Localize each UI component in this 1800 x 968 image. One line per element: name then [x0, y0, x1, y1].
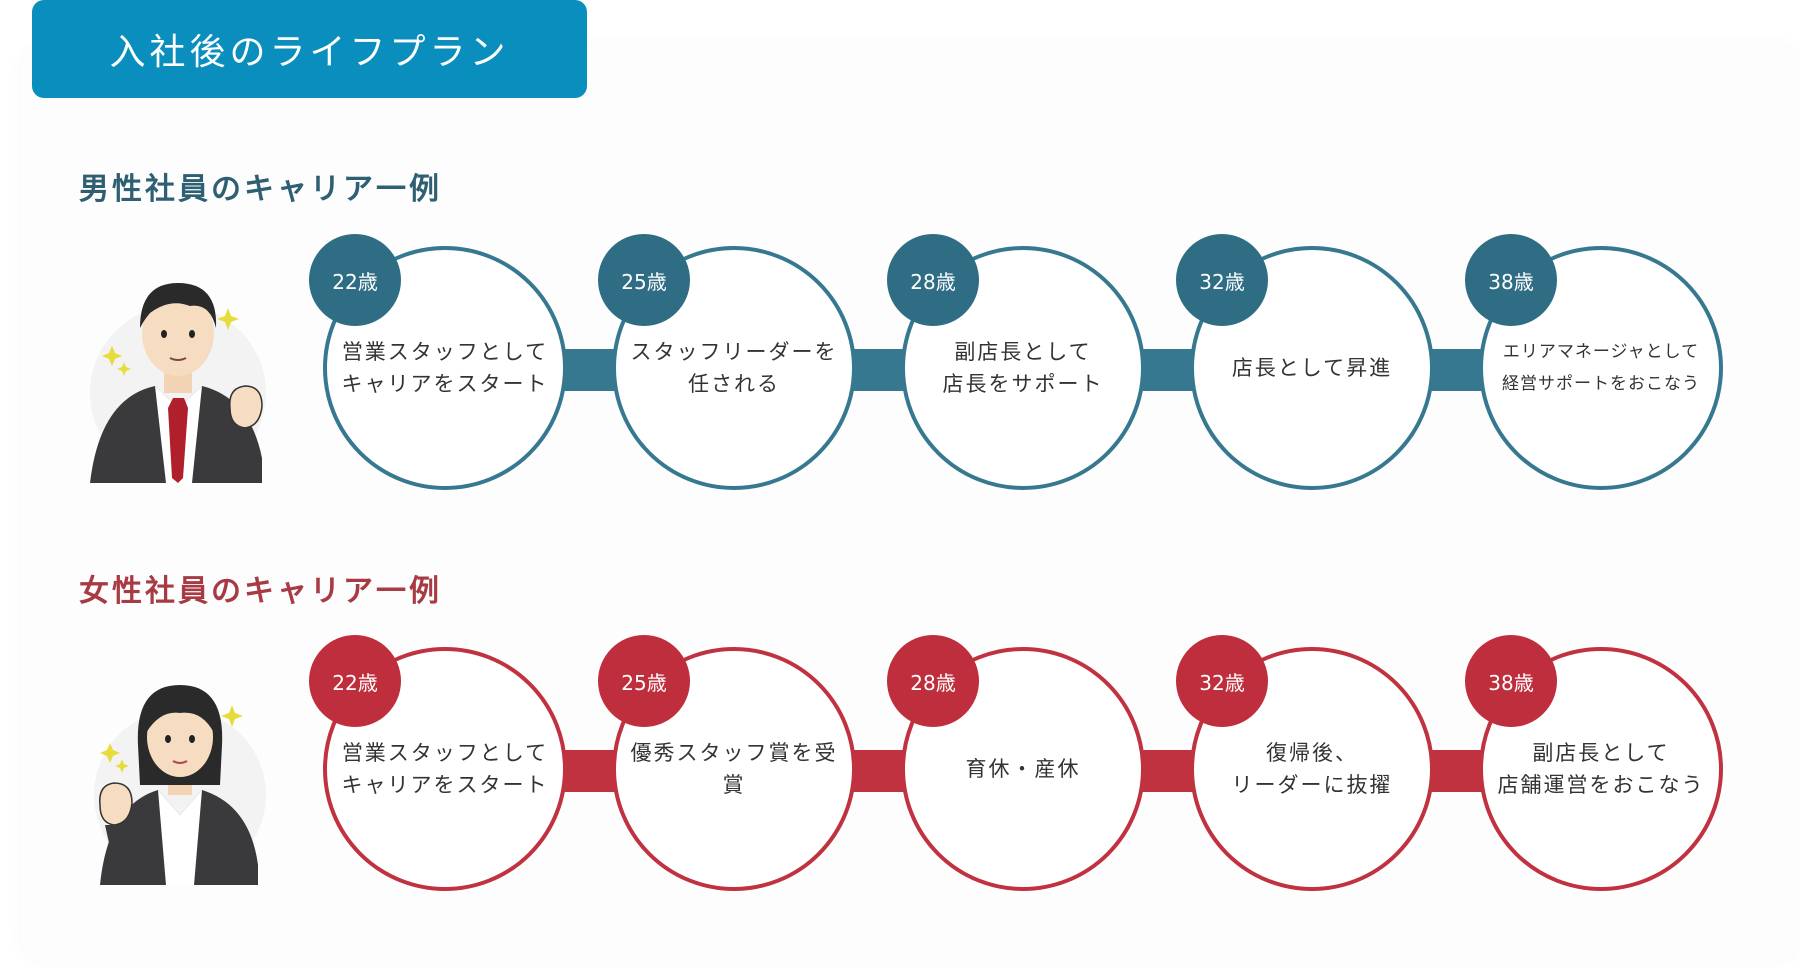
- step-description: エリアマネージャとして 経営サポートをおこなう: [1502, 342, 1700, 394]
- male-step-3: 28歳 副店長として 店長をサポート: [887, 234, 1145, 490]
- step-circle: 復帰後、 リーダーに抜擢: [1190, 647, 1434, 891]
- step-description: スタッフリーダーを 任される: [630, 340, 838, 396]
- step-description: 店長として昇進: [1231, 356, 1393, 380]
- step-description: 優秀スタッフ賞を受賞: [630, 741, 838, 797]
- age-badge: 22歳: [309, 234, 401, 326]
- male-employee-avatar-icon: [90, 283, 266, 483]
- female-step-5: 38歳 副店長として 店舗運営をおこなう: [1465, 635, 1723, 891]
- female-step-4: 32歳 復帰後、 リーダーに抜擢: [1176, 635, 1434, 891]
- step-description: 復帰後、 リーダーに抜擢: [1231, 741, 1393, 797]
- male-step-2: 25歳 スタッフリーダーを 任される: [598, 234, 856, 490]
- male-career-timeline: 22歳 営業スタッフとして キャリアをスタート 25歳 スタッフリーダーを 任さ…: [0, 234, 1800, 494]
- female-step-2: 25歳 優秀スタッフ賞を受賞: [598, 635, 856, 891]
- female-step-1: 22歳 営業スタッフとして キャリアをスタート: [309, 635, 567, 891]
- step-description: 営業スタッフとして キャリアをスタート: [341, 741, 549, 797]
- female-step-3: 28歳 育休・産休: [887, 635, 1145, 891]
- age-badge: 25歳: [598, 234, 690, 326]
- step-description: 育休・産休: [965, 757, 1081, 781]
- age-badge: 32歳: [1176, 234, 1268, 326]
- step-circle: 店長として昇進: [1190, 246, 1434, 490]
- age-badge: 25歳: [598, 635, 690, 727]
- male-step-4: 32歳 店長として昇進: [1176, 234, 1434, 490]
- page-title: 入社後のライフプラン: [32, 0, 587, 98]
- step-description: 営業スタッフとして キャリアをスタート: [341, 340, 549, 396]
- age-badge: 38歳: [1465, 635, 1557, 727]
- female-career-timeline: 22歳 営業スタッフとして キャリアをスタート 25歳 優秀スタッフ賞を受賞 2…: [0, 635, 1800, 895]
- male-section-heading: 男性社員のキャリア一例: [79, 172, 442, 207]
- female-employee-avatar-icon: [94, 685, 266, 885]
- age-badge: 32歳: [1176, 635, 1268, 727]
- age-badge: 28歳: [887, 635, 979, 727]
- age-badge: 22歳: [309, 635, 401, 727]
- female-section-heading: 女性社員のキャリア一例: [79, 574, 442, 609]
- step-description: 副店長として 店長をサポート: [942, 340, 1104, 396]
- male-step-1: 22歳 営業スタッフとして キャリアをスタート: [309, 234, 567, 490]
- step-description: 副店長として 店舗運営をおこなう: [1497, 741, 1705, 797]
- age-badge: 38歳: [1465, 234, 1557, 326]
- age-badge: 28歳: [887, 234, 979, 326]
- step-circle: 育休・産休: [901, 647, 1145, 891]
- male-step-5: 38歳 エリアマネージャとして 経営サポートをおこなう: [1465, 234, 1723, 490]
